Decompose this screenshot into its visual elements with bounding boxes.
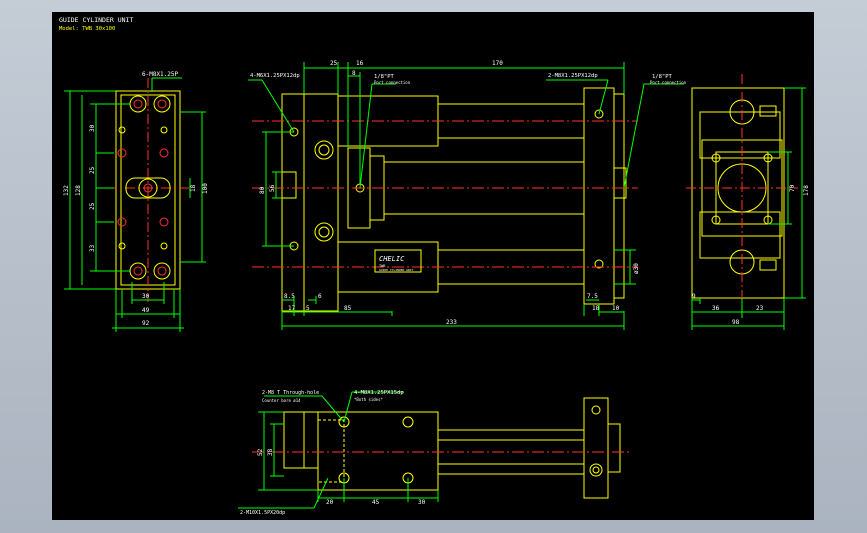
- note-left-tap: 6-M8X1.25P: [142, 71, 179, 78]
- dim-front-6: 6: [318, 293, 322, 300]
- front-view: CHELIC TWB GUIDE CYLINDER UNIT: [252, 87, 638, 312]
- note-bottom-plate: 2-M8 T Through-hole: [262, 390, 319, 396]
- bottom-view: [252, 397, 632, 499]
- note-bottom-left-tap: 2-M10X1.5PX20dp: [240, 510, 285, 516]
- dim-front-5: 5: [306, 305, 310, 312]
- left-end-view: [107, 77, 190, 302]
- chelic-logo-model: TWB: [379, 264, 385, 268]
- dim-front-85: 85: [344, 305, 352, 312]
- dim-left-w30: 30: [142, 293, 150, 300]
- note-front-port: 1/8"PT: [374, 74, 395, 80]
- dim-front-17: 17: [288, 305, 296, 312]
- dim-front-7-5: 7.5: [587, 293, 598, 300]
- dim-left-100: 100: [202, 183, 209, 194]
- note-front-port-sub: Port connection: [374, 80, 411, 85]
- note-bottom-tap-sub: *Both sides*: [354, 397, 383, 402]
- dim-left-132: 132: [63, 185, 70, 196]
- dim-left-33: 33: [89, 244, 96, 252]
- dim-front-16: 16: [356, 60, 364, 67]
- bottom-view-dimensions: [238, 391, 439, 509]
- dim-side-36: 36: [712, 305, 720, 312]
- dim-front-8: 8: [352, 70, 356, 77]
- dim-front-170: 170: [492, 60, 503, 67]
- dim-left-30: 30: [89, 124, 96, 132]
- drawing-model: Model: TWB 30x100: [59, 26, 115, 32]
- note-front-left-tap: 4-M6X1.25PX12dp: [250, 73, 300, 79]
- note-side-port-sub: Port connection: [650, 80, 687, 85]
- dim-left-w92: 92: [142, 320, 150, 327]
- cad-drawing: GUIDE CYLINDER UNIT Model: TWB 30x100: [59, 16, 810, 516]
- dim-bottom-20: 20: [326, 499, 334, 506]
- note-front-right-tap: 2-M8X1.25PX12dp: [548, 73, 598, 79]
- left-view-dimensions: [64, 90, 206, 332]
- cad-viewport[interactable]: GUIDE CYLINDER UNIT Model: TWB 30x100: [52, 12, 814, 520]
- dim-left-128: 128: [75, 185, 82, 196]
- dim-front-8-5: 8.5: [284, 293, 295, 300]
- dim-front-233: 233: [446, 319, 457, 326]
- dim-bottom-38: 38: [267, 448, 274, 456]
- dim-side-178: 178: [803, 185, 810, 196]
- dim-bottom-45: 45: [372, 499, 380, 506]
- drawing-title: GUIDE CYLINDER UNIT: [59, 16, 133, 24]
- note-side-port: 1/8"PT: [652, 74, 673, 80]
- dim-side-70: 70: [789, 184, 796, 192]
- side-view-dimensions: [691, 87, 806, 330]
- dim-bottom-30: 30: [418, 499, 426, 506]
- dim-front-25: 25: [330, 60, 338, 67]
- dim-left-18: 18: [190, 184, 197, 192]
- dim-front-80: 80: [259, 186, 266, 194]
- dim-bottom-52: 52: [257, 448, 264, 456]
- chelic-logo-brand: CHELIC: [379, 255, 405, 263]
- dim-front-10: 10: [612, 305, 620, 312]
- dim-front-56: 56: [269, 184, 276, 192]
- dim-side-9: 9: [692, 293, 696, 300]
- dim-left-25b: 25: [89, 202, 96, 210]
- note-bottom-plate-sub: Counter bore ø14: [262, 398, 301, 403]
- dim-side-23: 23: [756, 305, 764, 312]
- dim-left-w49: 49: [142, 307, 150, 314]
- note-bottom-tap: 4-M8X1.25PX15dp: [354, 390, 404, 396]
- dim-left-25a: 25: [89, 166, 96, 174]
- front-view-dimensions: [248, 62, 684, 330]
- dim-side-98: 98: [732, 319, 740, 326]
- side-view: [686, 74, 798, 304]
- dim-front-dia30: ø30: [633, 263, 640, 274]
- chelic-logo-desc: GUIDE CYLINDER UNIT: [379, 268, 414, 272]
- dim-front-18: 18: [592, 305, 600, 312]
